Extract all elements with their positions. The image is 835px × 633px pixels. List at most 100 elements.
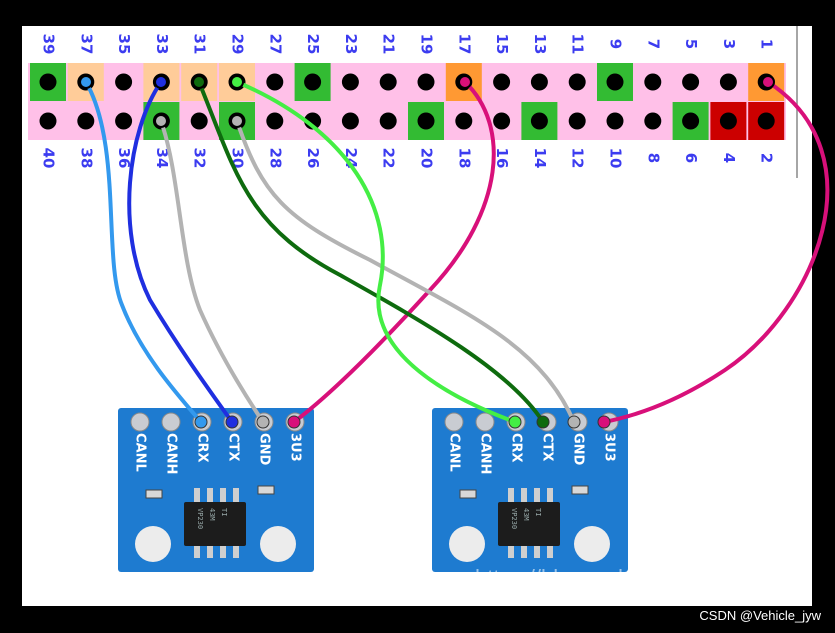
pin-label: 21 [380,34,398,55]
resistor-r2 [257,485,275,495]
pin-label: 35 [115,34,133,55]
pin-hole-2 [757,112,775,130]
chip-marking: 43M [208,508,216,521]
chip-leg [521,540,527,558]
wire-end-cap [225,415,239,429]
pin-hole-7 [644,73,662,91]
wire-bright-green [235,80,517,424]
pin-label: 39 [40,34,58,55]
pin-hole-10 [606,112,624,130]
wire-end-cap [597,415,611,429]
pin-hole-15 [493,73,511,91]
pin-label: 5 [682,39,700,49]
pin-label: 11 [569,34,587,55]
pin-label: 29 [229,34,247,55]
pin-label: 40 [40,148,58,169]
pin-label: 13 [531,34,549,55]
pin-hole-28 [266,112,284,130]
pin-label: 33 [153,34,171,55]
chip-leg [508,488,514,506]
pin-hole-12 [568,112,586,130]
pin-hole-36 [115,112,133,130]
module-pin-label: 3U3 [288,433,303,462]
module-pin-label: CRX [509,433,524,463]
pin-hole-20 [417,112,435,130]
chip-marking: VP230 [196,508,204,529]
module-pin-label: CTX [540,433,555,461]
wire-end-cap [567,415,581,429]
pin-hole-23 [341,73,359,91]
wire-gray-2 [235,119,576,424]
pin-hole-18 [455,112,473,130]
chip-leg [534,540,540,558]
module-pin-label: CANL [447,433,462,472]
pin-hole-6 [682,112,700,130]
pin-hole-27 [266,73,284,91]
chip-leg [207,488,213,506]
chip-leg [508,540,514,558]
pin-label: 38 [77,148,95,169]
pin-hole-22 [379,112,397,130]
pin-label: 23 [342,34,360,55]
mounting-hole [260,526,296,562]
wire-blue [127,80,234,424]
pin-label: 31 [191,34,209,55]
pin-hole-5 [682,73,700,91]
wire-end-cap [458,75,472,89]
pin-label: 9 [607,39,625,49]
pin-label: 26 [304,148,322,169]
pin-hole-40 [39,112,57,130]
chip-leg [194,488,200,506]
wire-end-cap [536,415,550,429]
pin-label: 16 [493,148,511,169]
pin-hole-16 [493,112,511,130]
wire-end-cap [154,114,168,128]
chip-leg [220,540,226,558]
pin-hole-9 [606,73,624,91]
pin-label: 17 [455,34,473,55]
mounting-hole [135,526,171,562]
wire-end-cap [194,415,208,429]
pin-hole-4 [719,112,737,130]
transceiver-chip [498,502,560,546]
chip-leg [547,488,553,506]
pin-label: 10 [607,148,625,169]
wire-light-blue [84,80,203,424]
pin-label: 25 [304,34,322,55]
pin-label: 22 [380,148,398,169]
pin-label: 36 [115,148,133,169]
wire-dark-green [197,80,545,424]
pin-label: 14 [531,148,549,169]
pin-label: 8 [644,153,662,163]
wire-end-cap [192,75,206,89]
pin-hole-11 [568,73,586,91]
chip-marking: VP230 [510,508,518,529]
chip-leg [547,540,553,558]
chip-leg [207,540,213,558]
wire-magenta-1 [292,80,496,424]
resistor-r2 [571,485,589,495]
pin-cells [30,63,785,140]
wire-magenta-2 [602,80,830,424]
pin-label: 18 [455,148,473,169]
pin-hole-19 [417,73,435,91]
pin-label: 37 [77,34,95,55]
pin-hole-14 [530,112,548,130]
pin-label: 28 [266,148,284,169]
pin-hole-35 [115,73,133,91]
pin-hole-8 [644,112,662,130]
module-pin-label: GND [257,433,272,466]
chip-marking: 43M [522,508,530,521]
pin-label: 20 [418,148,436,169]
pin-label: 32 [191,148,209,169]
pin-hole-24 [341,112,359,130]
module-pad [444,412,464,432]
chip-leg [521,488,527,506]
module-pin-label: CANH [478,433,493,474]
mounting-hole [449,526,485,562]
pin-hole-39 [39,73,57,91]
module-pin-label: CRX [195,433,210,463]
